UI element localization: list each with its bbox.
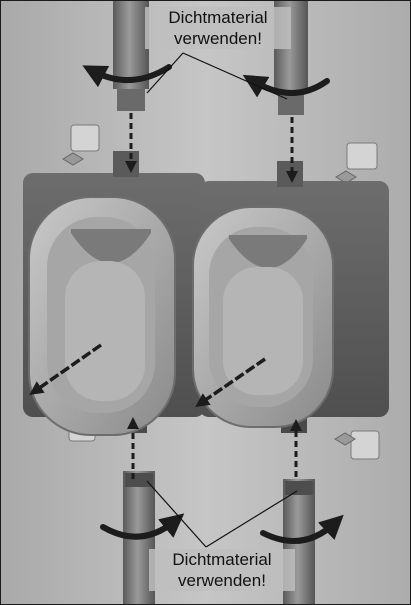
sealant-callout-bottom: Dichtmaterial verwenden! — [149, 549, 295, 591]
pump-head-left — [29, 197, 175, 435]
callout-top-line1: Dichtmaterial — [147, 7, 289, 28]
callout-bottom-line1: Dichtmaterial — [151, 549, 293, 570]
callout-top-line2: verwenden! — [147, 28, 289, 49]
sealant-callout-top: Dichtmaterial verwenden! — [145, 7, 291, 49]
callout-bottom-line2: verwenden! — [151, 570, 293, 591]
